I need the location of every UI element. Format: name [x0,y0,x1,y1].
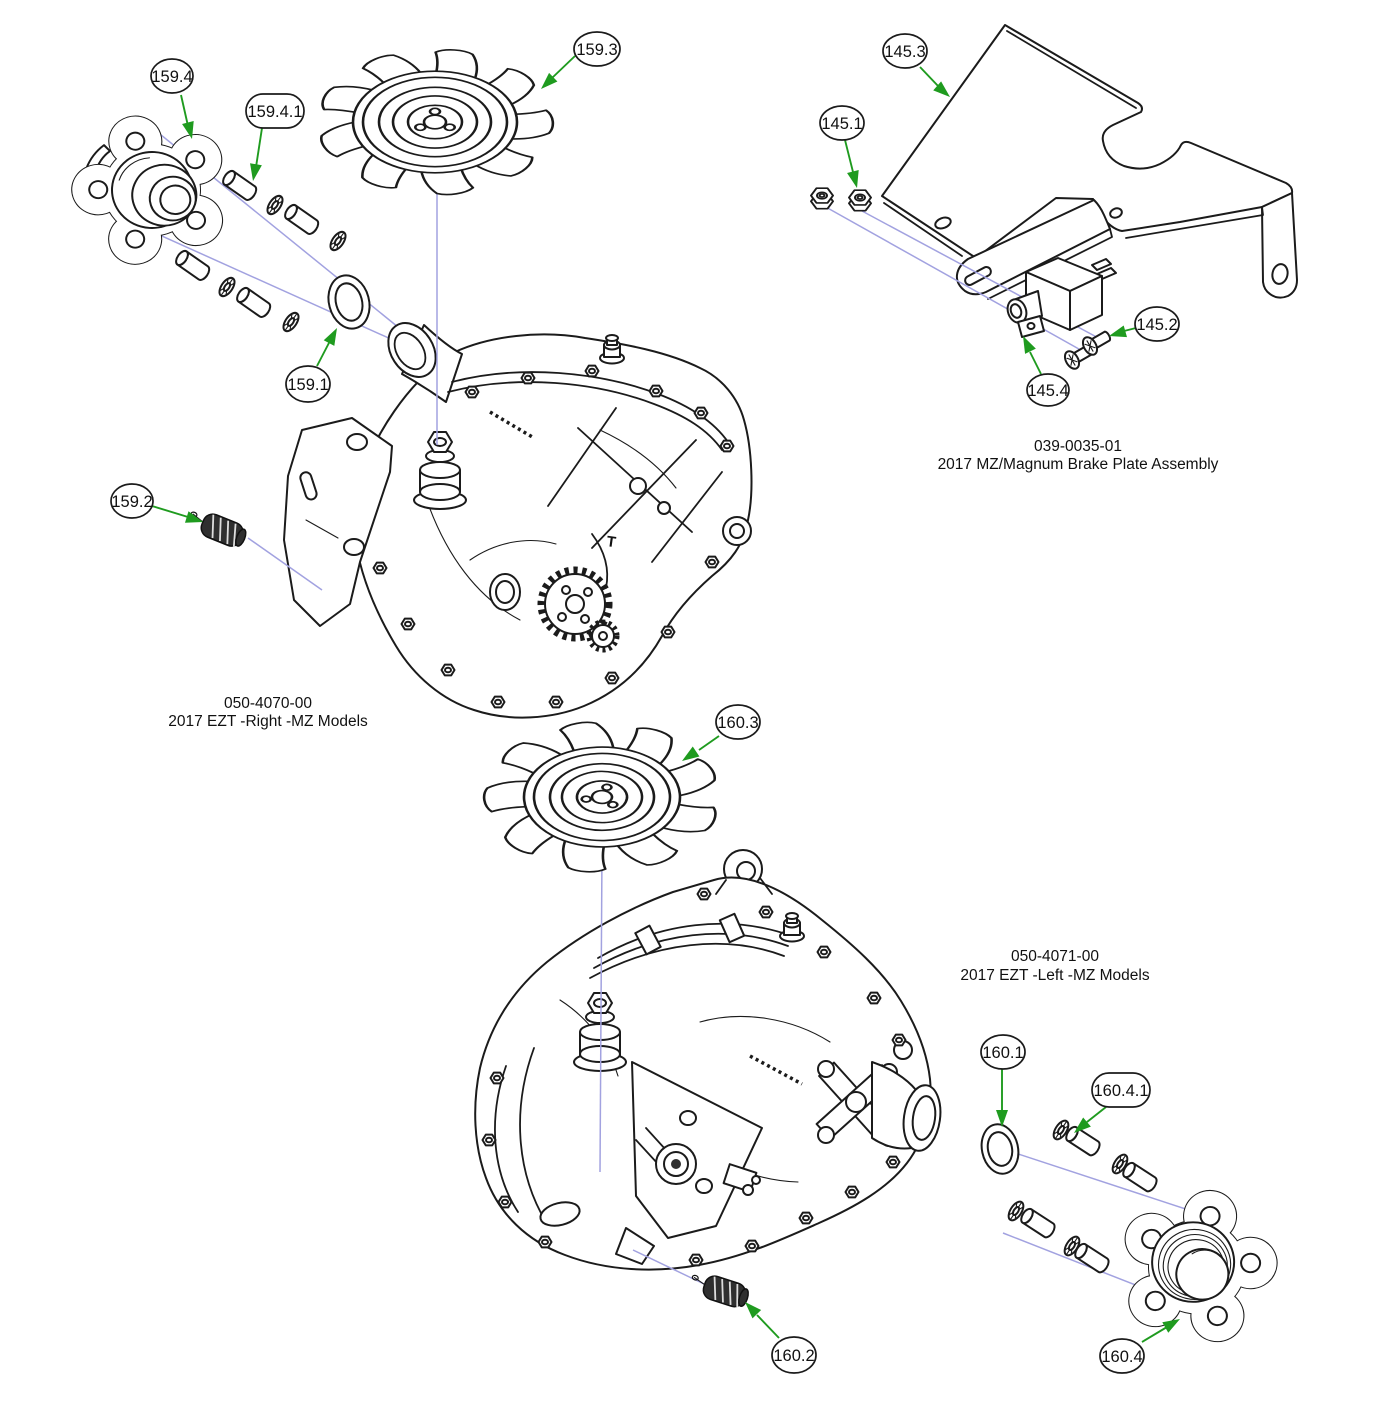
callout-label: 160.1 [982,1044,1023,1062]
callout-label: 145.4 [1027,382,1068,400]
callout-160-1: 160.1 [980,1034,1026,1070]
callout-label: 159.1 [287,376,328,394]
callout-159-1: 159.1 [285,365,331,403]
callout-160-2: 160.2 [771,1336,817,1374]
arrow-160-3 [682,735,720,761]
callout-159-2: 159.2 [110,483,154,519]
assembly-label-brake-plate: 039-0035-01 2017 MZ/Magnum Brake Plate A… [938,438,1219,473]
arrow-159-4-1 [250,127,263,181]
callout-label: 159.2 [111,493,152,511]
brake-spring-right [184,504,250,552]
arrow-145-4 [1023,336,1042,375]
callout-label: 159.3 [576,41,617,59]
left-transaxle-housing [474,849,942,1271]
callout-145-3: 145.3 [882,33,928,69]
assembly-label-left-transaxle: 050-4071-00 2017 EZT -Left -MZ Models [960,948,1149,984]
axle-bell-output [871,1061,942,1152]
brake-shaft-cluster [413,431,467,510]
part-number: 050-4071-00 [1011,948,1099,965]
o-ring-left [980,1123,1020,1175]
callout-label: 160.3 [717,714,758,732]
mounting-bracket [283,417,393,627]
arrow-145-3 [919,66,950,97]
part-number: 039-0035-01 [1034,438,1122,455]
idler-pulley [635,1127,697,1185]
arrow-160-4-1 [1074,1106,1107,1133]
vent-cap [599,334,625,365]
cooling-fan-left [481,718,723,875]
callout-label: 160.4 [1101,1348,1142,1366]
arrow-159-1 [316,328,337,367]
part-number: 050-4070-00 [224,695,312,712]
callout-160-4: 160.4 [1099,1338,1145,1374]
arrow-159-3 [541,55,576,89]
callout-160-4-1: 160.4.1 [1091,1072,1151,1108]
callout-label: 145.2 [1136,316,1177,334]
part-description: 2017 MZ/Magnum Brake Plate Assembly [938,456,1219,473]
right-transaxle-housing: T [283,322,753,719]
callout-bubbles: 159.4 159.4.1 159.3 159.1 159.2 145.3 14… [110,31,1180,1374]
part-description: 2017 EZT -Right -MZ Models [168,713,368,730]
housing-cast-letter: T [605,533,616,551]
callout-159-4: 159.4 [150,58,194,94]
callout-145-1: 145.1 [819,105,865,141]
axle-hub-flange-left [1124,1189,1278,1343]
callout-145-4: 145.4 [1026,373,1070,407]
callout-145-2: 145.2 [1134,306,1180,342]
brake-spring-left [686,1268,752,1312]
part-description: 2017 EZT -Left -MZ Models [960,967,1149,984]
callout-label: 159.4 [151,68,192,86]
arrow-159-4 [180,94,194,139]
callout-159-3: 159.3 [573,31,621,67]
arrow-160-2 [745,1302,780,1339]
brake-plate [881,24,1298,300]
flange-nuts [810,187,872,212]
callout-label: 145.3 [884,43,925,61]
callout-arrows [151,55,1180,1343]
o-ring-right [327,274,371,330]
brake-solenoid [1006,257,1117,338]
arrow-145-1 [844,139,859,188]
assembly-label-right-transaxle: 050-4070-00 2017 EZT -Right -MZ Models [168,695,368,730]
arrow-160-1 [996,1069,1008,1127]
arrow-145-2 [1109,325,1137,338]
callout-label: 159.4.1 [247,103,302,121]
callout-label: 160.2 [773,1347,814,1365]
axle-hub-flange-right [71,115,224,265]
callout-160-3: 160.3 [715,704,761,740]
callout-label: 160.4.1 [1093,1082,1148,1100]
solenoid-screws [1061,325,1115,373]
cooling-fan-right [313,46,555,199]
chain-sprocket [537,533,620,653]
arrow-159-2 [151,505,203,523]
callout-159-4-1: 159.4.1 [245,93,305,129]
arrow-160-4 [1141,1319,1180,1343]
callout-label: 145.1 [821,115,862,133]
leader-lines-right [247,168,438,591]
